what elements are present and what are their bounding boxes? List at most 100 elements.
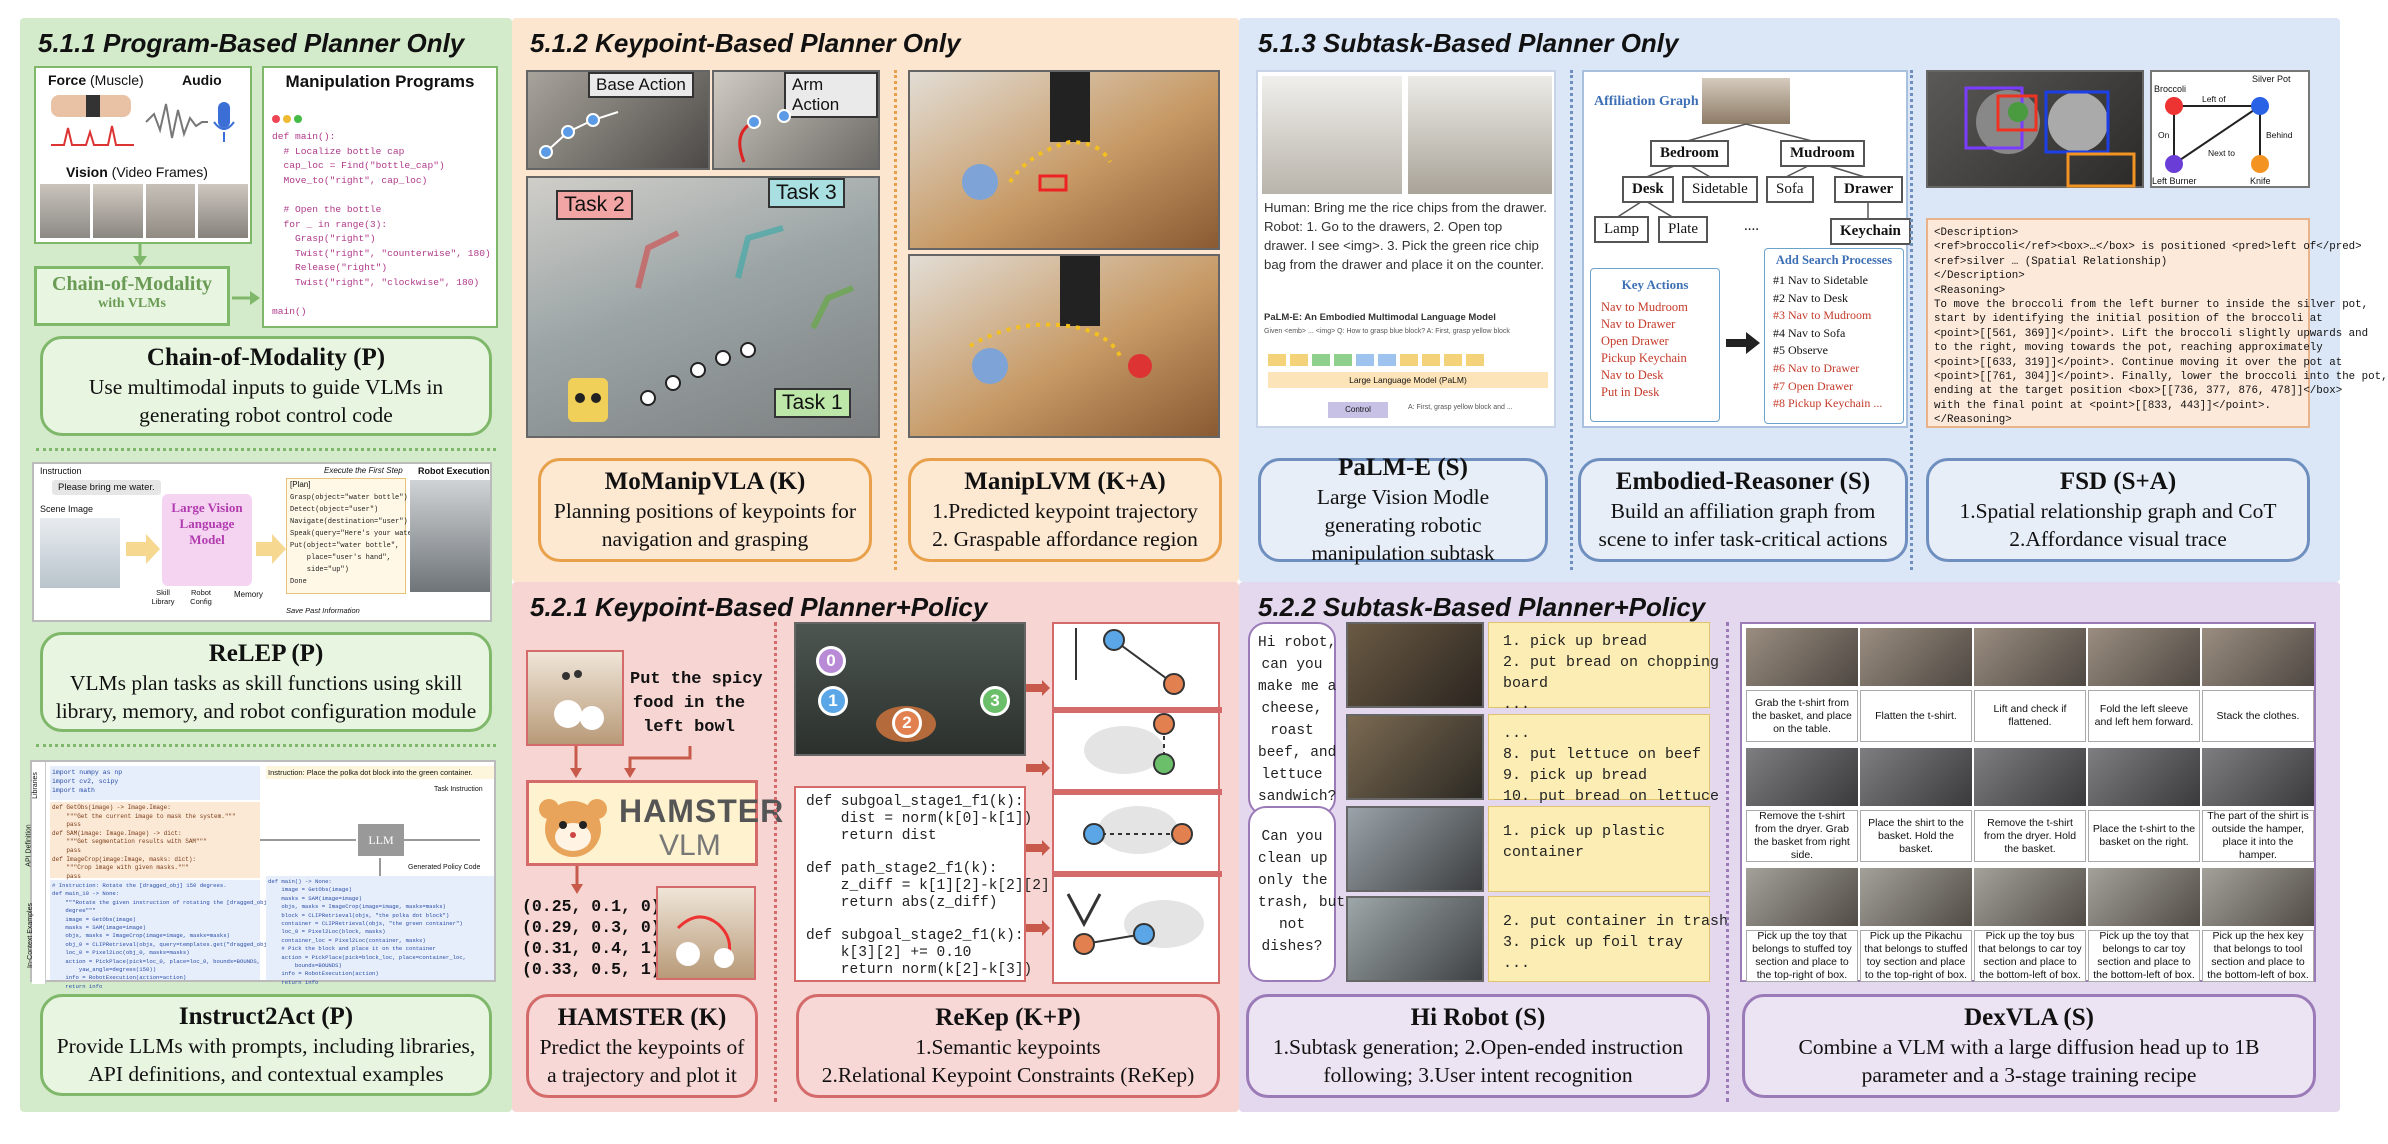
embodied-reasoner-card: Embodied-Reasoner (S) Build an affiliati… — [1578, 458, 1908, 562]
i2a-code-generated: def main() -> None: image = GetObs(image… — [266, 876, 494, 986]
hamster-output-trajectory — [676, 915, 734, 968]
fsd-text-line: <ref>silver … (Spatial Relationship) — [1934, 255, 2168, 268]
search-process-item: #3 Nav to Mudroom — [1773, 308, 1872, 323]
divider-512 — [894, 70, 897, 570]
divider-521 — [774, 622, 777, 1102]
dexvla-frame — [1746, 748, 1858, 806]
hamster-logo-text: HAMSTER — [619, 793, 785, 829]
hirobot-query-1: Hi robot, can you make me a cheese, roas… — [1248, 622, 1336, 816]
divider-513-b — [1910, 70, 1913, 570]
dexvla-frame — [1860, 748, 1972, 806]
search-process-box: Add Search Processes #1 Nav to Sidetable… — [1764, 248, 1904, 424]
reasoner-arrow — [1726, 332, 1760, 354]
hirobot-answer-1: 1. pick up bread 2. put bread on choppin… — [1488, 622, 1719, 713]
relep-arrow-2 — [256, 534, 286, 564]
rekep-card: ReKep (K+P) 1.Semantic keypoints 2.Relat… — [796, 994, 1220, 1098]
palme-panel: Human: Bring me the rice chips from the … — [1256, 70, 1556, 428]
rekep-scene-photo: 0 1 2 3 — [794, 622, 1026, 756]
i2a-code-api: def GetObs(image) -> Image.Image: """Get… — [50, 802, 260, 880]
dexvla-frame — [2202, 868, 2314, 926]
affiliation-graph-panel: Affiliation Graph Bedroom Mudroom Desk S… — [1582, 70, 1911, 428]
task1-label: Task 1 — [774, 388, 851, 418]
dexvla-frame — [1974, 748, 2086, 806]
dexvla-step-caption: Pick up the toy that belongs to car toy … — [2088, 930, 2200, 982]
rekep-code-panel: def subgoal_stage1_f1(k): dist = norm(k[… — [794, 786, 1050, 1012]
hirobot-answer-2: ... 8. put lettuce on beef 9. pick up br… — [1488, 714, 1719, 805]
fsd-text-line: with the final point at <point>[[833, 44… — [1934, 399, 2271, 412]
fsd-edge-on: On — [2158, 130, 2170, 140]
palme-caption: PaLM-E: An Embodied Multimodal Language … — [1264, 312, 1496, 323]
relep-diagram: Instruction Please bring me water. Scene… — [32, 462, 492, 622]
dexvla-frame — [2202, 628, 2314, 686]
hamster-card: HAMSTER (K) Predict the keypoints of a t… — [526, 994, 758, 1098]
key-action-item: Nav to Drawer — [1601, 317, 1676, 331]
hirobot-card: Hi Robot (S) 1.Subtask generation; 2.Ope… — [1246, 994, 1710, 1098]
fsd-text-line: <ref>broccoli</ref><box>…</box> is posit… — [1934, 241, 2362, 254]
chain-of-modality-box: Chain-of-Modality with VLMs — [34, 266, 230, 326]
task2-label: Task 2 — [556, 190, 633, 220]
arm-action-photo: Arm Action — [712, 70, 880, 170]
force-wave-icon — [51, 95, 134, 146]
section-521-title: 5.2.1 Keypoint-Based Planner+Policy — [530, 592, 988, 622]
relep-lvlm-box: Large Vision Language Model — [162, 494, 252, 586]
hirobot-query-2: Can you clean up only the trash, but not… — [1248, 806, 1345, 982]
manipulation-code: def main(): # Localize bottle cap cap_lo… — [272, 131, 491, 318]
i2a-side-labels: Libraries API Definition In-Context Exam… — [26, 762, 46, 984]
hamster-coords: (0.25, 0.1, 0) (0.29, 0.3, 0) (0.31, 0.4… — [522, 897, 661, 979]
key-action-item: Pickup Keychain — [1601, 351, 1687, 365]
dexvla-step-caption: Remove the t-shirt from the dryer. Hold … — [1974, 810, 2086, 862]
rekep-code: def subgoal_stage1_f1(k): dist = norm(k[… — [806, 794, 1050, 1012]
fsd-text-line: <point>[[761, 304]]</point>. Finally, lo… — [1934, 371, 2388, 384]
relep-execution-label: Robot Execution — [418, 466, 490, 476]
arrow-down — [133, 244, 147, 266]
fsd-text-line: To move the broccoli from the left burne… — [1934, 299, 2369, 312]
dexvla-step-caption: Place the shirt to the basket. Hold the … — [1860, 810, 1972, 862]
fsd-text-line: start by identifying the initial positio… — [1934, 313, 2323, 326]
dexvla-grid: Grab the t-shirt from the basket, and pl… — [1740, 622, 2316, 982]
palme-image-2 — [1408, 76, 1552, 194]
section-522-title: 5.2.2 Subtask-Based Planner+Policy — [1258, 592, 1706, 622]
maniplvm-card: ManipLVM (K+A) 1.Predicted keypoint traj… — [908, 458, 1222, 562]
rekep-arrows — [1026, 680, 1050, 936]
search-process-title: Add Search Processes — [1775, 253, 1893, 267]
palme-control: Control — [1328, 402, 1388, 418]
dexvla-frame — [1974, 868, 2086, 926]
dexvla-frame — [1860, 868, 1972, 926]
fsd-card: FSD (S+A) 1.Spatial relationship graph a… — [1926, 458, 2310, 562]
dexvla-frame — [1860, 628, 1972, 686]
relep-execute-label: Execute the First Step — [324, 466, 403, 475]
momanip-trajectory — [568, 225, 855, 422]
base-action-label: Base Action — [588, 72, 694, 98]
relep-robot-config: Robot Config — [190, 588, 212, 606]
dexvla-step-caption: Remove the t-shirt from the dryer. Grab … — [1746, 810, 1858, 862]
node-drawer: Drawer — [1834, 176, 1904, 203]
manipulation-programs-panel: Manipulation Programs def main(): # Loca… — [262, 66, 498, 328]
relep-save-info: Save Past Information — [286, 606, 360, 615]
key-action-item: Nav to Desk — [1601, 368, 1664, 382]
palme-output: A: First, grasp yellow block and ... — [1408, 404, 1513, 411]
rekep-constraint-figures — [1054, 628, 1222, 955]
relep-arrow-1 — [126, 534, 160, 564]
fsd-graph: Broccoli Silver Pot Left of On Behind Ne… — [2150, 70, 2310, 188]
i2a-instruction: Instruction: Place the polka dot block i… — [266, 766, 494, 779]
hirobot-photo-1 — [1346, 622, 1484, 708]
relep-plan-code: Grasp(object="water bottle") Detect(obje… — [290, 494, 429, 586]
key-actions-title: Key Actions — [1621, 277, 1689, 292]
dexvla-step-caption: Pick up the toy bus that belongs to car … — [1974, 930, 2086, 982]
search-process-list: #1 Nav to Sidetable#2 Nav to Desk#3 Nav … — [1765, 268, 1903, 417]
fsd-text-line: </Description> — [1934, 270, 2025, 283]
rekep-constraints-panel — [1052, 622, 1222, 984]
base-keypoints — [539, 111, 619, 159]
affiliation-graph-title: Affiliation Graph — [1594, 94, 1699, 109]
fsd-stove-photo — [1926, 70, 2144, 188]
i2a-generated-label: Generated Policy Code — [408, 864, 481, 871]
relep-scene-label: Scene Image — [40, 504, 94, 514]
relep-execution-image — [410, 480, 490, 592]
fsd-text-line: <Reasoning> — [1934, 284, 2006, 297]
dexvla-step-caption: The part of the shirt is outside the ham… — [2202, 810, 2314, 862]
search-process-item: #7 Open Drawer — [1773, 378, 1853, 393]
fsd-text-line: </Reasoning> — [1934, 414, 2012, 427]
fsd-node-knife: Knife — [2250, 176, 2271, 186]
